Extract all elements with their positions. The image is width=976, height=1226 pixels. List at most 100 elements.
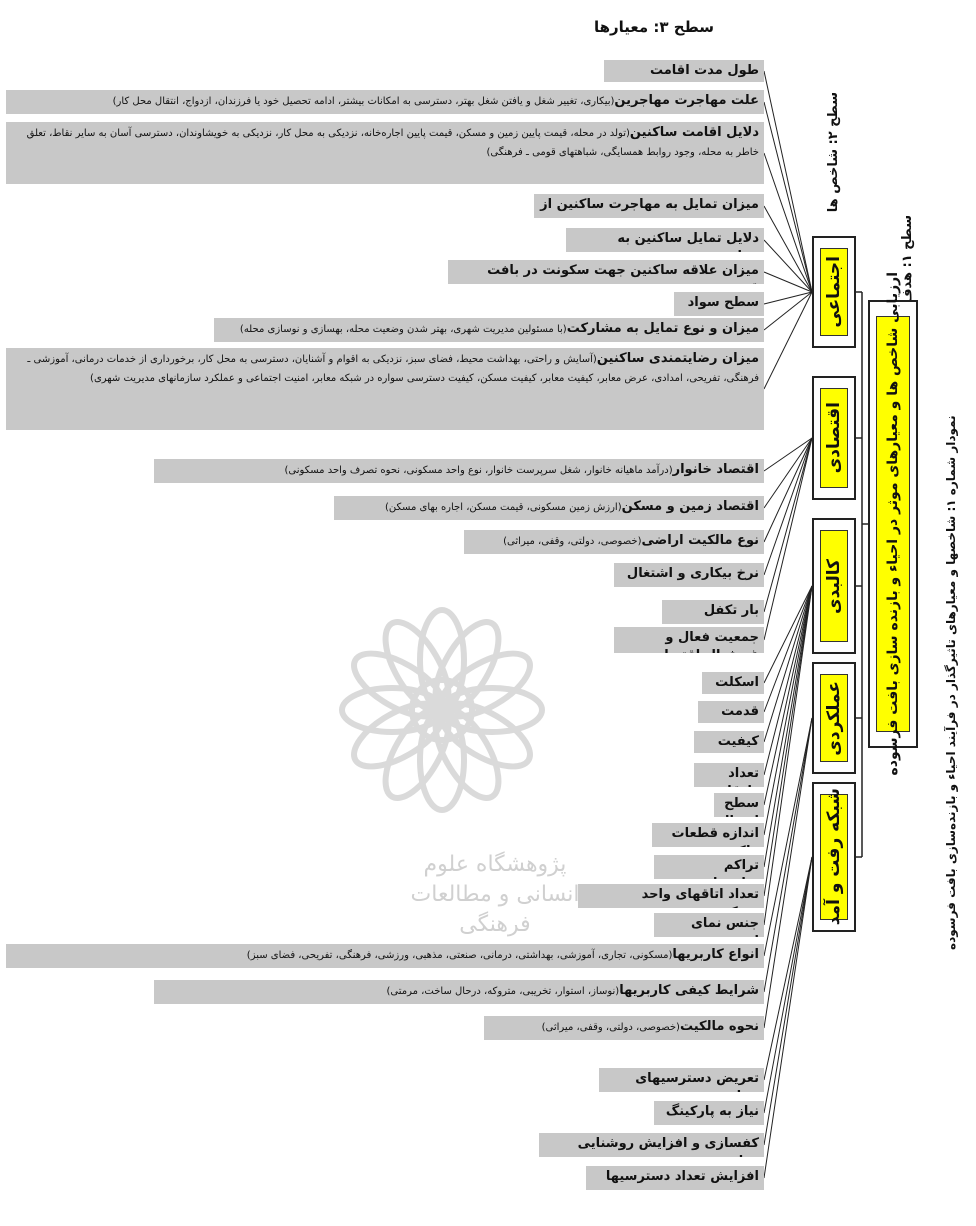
connector-line [763,271,813,293]
criterion-description: (تولد در محله، قیمت پایین زمین و مسکن، ق… [26,128,759,158]
criterion-title: جنس نمای ابنیه [691,916,759,937]
criterion-title: اسکلت ابنیه [715,675,759,694]
criterion-economic: نوع مالکیت اراضی(خصوصی، دولتی، وقفی، میر… [464,530,764,554]
criterion-title: نیاز به پارکینگ [665,1104,759,1119]
criterion-social: علت مهاجرت مهاجرین(بیکاری، تغییر شغل و ی… [6,90,764,114]
criterion-title: علت مهاجرت مهاجرین [614,93,759,108]
connector-line [763,585,813,806]
connector-line [763,585,813,776]
criterion-title: قدمت ابنیه [721,704,759,723]
criterion-description: (بیکاری، تغییر شغل و یافتن شغل بهتر، دست… [112,96,615,107]
criterion-physical: تراکم ساختمانی [654,855,764,879]
criterion-title: بار تکفل [703,603,759,618]
connector-line [763,437,813,472]
criterion-economic: جمعیت فعال و غیرفعال اقتصادی [614,627,764,653]
criterion-physical: تعداد اتاقهای واحد مسکونی [578,884,764,908]
connector-line [763,437,813,613]
criterion-description: (خصوصی، دولتی، وقفی، میراثی) [503,536,642,547]
goal-label: ارزیابی شاخص ها و معیارهای موثر در احیاء… [885,272,901,776]
connector-line [763,239,813,293]
criterion-title: نحوه مالکیت [679,1019,759,1034]
criterion-physical: سطح اشغال [714,793,764,817]
criterion-title: نرخ بیکاری و اشتغال [626,566,759,581]
connector-line [763,585,813,713]
criterion-network: نیاز به پارکینگ [654,1101,764,1125]
criterion-description: (با مسئولین مدیریت شهری، بهتر شدن وضعیت … [239,324,567,335]
connector-line [763,101,813,293]
criterion-social: میزان و نوع تمایل به مشارکت(با مسئولین م… [214,318,764,342]
connector-line [763,585,813,836]
criterion-physical: جنس نمای ابنیه [654,913,764,937]
criterion-social: میزان تمایل به مهاجرت ساکنین از برزن [534,194,764,218]
criterion-title: طول مدت اقامت بیشتر [649,63,759,82]
connector-line [763,437,813,576]
connector-line [763,717,813,1029]
connector-line [763,291,813,331]
category-economic: اقتصادی [812,376,856,500]
connector-line [763,291,813,390]
connector-line [763,856,813,1081]
criterion-functional: شرایط کیفی کاربریها(نوساز، استوار، تخریب… [154,980,764,1004]
criterion-title: میزان تمایل به مهاجرت ساکنین از برزن [540,197,759,218]
criterion-physical: قدمت ابنیه [698,701,764,723]
criterion-title: کفسازی و افزایش روشنایی معابر [577,1136,759,1157]
criterion-physical: تعداد طبقات ابنیه [694,763,764,787]
criterion-physical: اندازه قطعات ملکی [652,823,764,847]
category-label: اجتماعی [824,256,844,328]
criterion-description: (نوساز، استوار، تخریبی، متروکه، درحال سا… [386,986,620,997]
criterion-functional: انواع کاربریها(مسکونی، تجاری، آموزشی، به… [6,944,764,968]
connector-line [763,856,813,1179]
criterion-social: دلایل تمایل ساکنین به مهاجرت [566,228,764,252]
criterion-title: اندازه قطعات ملکی [671,826,759,847]
connector-line [763,437,813,641]
criterion-title: تعریض دسترسیهای محله [635,1071,759,1092]
connector-line [763,585,813,743]
criterion-economic: نرخ بیکاری و اشتغال [614,563,764,587]
criterion-description: (خصوصی، دولتی، وقفی، میراثی) [541,1022,680,1033]
criterion-title: تراکم ساختمانی [695,858,759,879]
criterion-functional: نحوه مالکیت(خصوصی، دولتی، وقفی، میراثی) [484,1016,764,1040]
connector-line [763,70,813,293]
category-physical: کالبدی [812,518,856,654]
connector-line [763,585,813,684]
criterion-economic: اقتصاد خانوار(درآمد ماهیانه خانوار، شغل … [154,459,764,483]
connector-line [763,856,813,1146]
connector-line [763,205,813,293]
criterion-title: دلایل اقامت ساکنین [629,125,759,140]
criterion-physical: اسکلت ابنیه [702,672,764,694]
category-social: اجتماعی [812,236,856,348]
watermark-rosette [339,607,545,813]
connector-line [763,152,813,293]
criterion-title: شرایط کیفی کاربریها [619,983,759,998]
criterion-physical: کیفیت ابنیه [694,731,764,753]
connector-line [763,717,813,993]
goal-box: ارزیابی شاخص ها و معیارهای موثر در احیاء… [868,272,918,776]
connector-line [763,585,813,897]
connector-line [763,717,813,957]
criterion-title: تعداد طبقات ابنیه [714,766,759,787]
criterion-title: کیفیت ابنیه [717,734,759,753]
criterion-network: کفسازی و افزایش روشنایی معابر [539,1133,764,1157]
connector-line [763,437,813,543]
criterion-title: دلایل تمایل ساکنین به مهاجرت [617,231,759,252]
criterion-social: دلایل اقامت ساکنین(تولد در محله، قیمت پا… [6,122,764,184]
criterion-title: میزان و نوع تمایل به مشارکت [566,321,759,336]
connector-line [763,585,813,926]
criterion-network: افزایش تعداد دسترسیها [586,1166,764,1190]
category-functional: عملکردی [812,662,856,774]
criterion-title: افزایش تعداد دسترسیها [605,1169,759,1184]
criterion-description: (مسکونی، تجاری، آموزشی، بهداشتی، درمانی،… [246,950,673,961]
level3-header: سطح ۳: معیارها [594,18,714,36]
connector-line [763,291,813,305]
criterion-title: نوع مالکیت اراضی [641,533,759,548]
connector-line [763,437,813,509]
category-label: شبکه رفت و آمد [824,788,844,926]
criterion-title: انواع کاربریها [672,947,759,962]
category-network: شبکه رفت و آمد [812,782,856,932]
watermark-text: پژوهشگاه علوم انسانی و مطالعات فرهنگی [410,852,580,937]
criterion-network: تعریض دسترسیهای محله [599,1068,764,1092]
criterion-title: جمعیت فعال و غیرفعال اقتصادی [646,630,759,653]
criterion-description: (آسایش و راحتی، بهداشت محیط، فضای سبز، ن… [27,354,759,384]
criterion-economic: بار تکفل [662,600,764,624]
